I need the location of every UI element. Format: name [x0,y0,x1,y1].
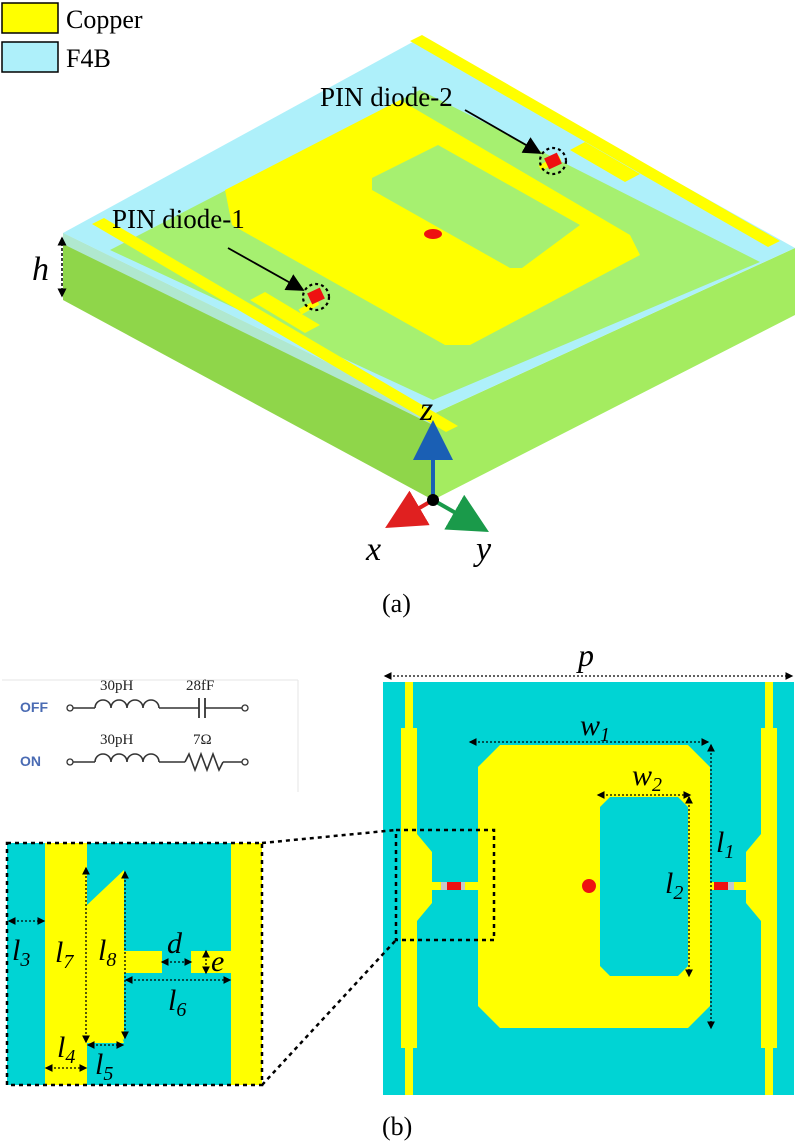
panel-a-caption: (a) [382,589,411,618]
pin-diode-1-highlight [301,282,331,312]
panel-b-caption: (b) [382,1112,412,1141]
legend-label-f4b: F4B [66,44,111,73]
center-via-2d [582,879,596,893]
zoom-wide-strip [45,843,87,1085]
copper-strip-left-pad [250,292,320,333]
on-inductor-value: 30pH [100,732,134,748]
off-state-label: OFF [20,699,48,715]
dim-e-label: e [211,945,224,978]
legend-swatch-copper [1,2,59,34]
diode-2-label: PIN diode-2 [320,82,453,112]
on-resistor-value: 7Ω [193,732,212,748]
off-terminal-right [241,704,249,712]
off-capacitor-value: 28fF [186,678,214,694]
dim-p-label: p [576,637,594,673]
diode-1-arrow [227,247,305,291]
copper-strip-right [410,35,780,247]
substrate-left-face [63,233,433,500]
on-terminal-right [241,758,249,766]
axis-x-label: x [365,531,381,568]
on-terminal-left [66,758,74,766]
axis-y-label: y [473,531,492,568]
off-terminal-left [66,704,74,712]
axis-origin [427,494,439,506]
dim-w2-label: w2 [632,759,662,796]
right-taper [746,834,761,921]
left-diode-pad-1 [441,882,447,890]
legend-label-copper: Copper [66,5,143,34]
left-wide-strip [401,728,417,1048]
legend-swatch-f4b [1,41,59,73]
zoom-connector-top [261,828,397,845]
on-resistor-icon [184,751,224,773]
diode-1-label: PIN diode-1 [112,204,245,234]
zoom-source-box [394,828,496,942]
substrate-top-left-edge [63,233,433,425]
diode-2-arrow [464,109,542,154]
unit-cell-top-view: p w1 w2 l1 l2 [383,637,794,1095]
zoom-indicator [261,828,496,1086]
legend: Copper F4B [1,2,143,73]
off-inductor-icon [94,699,160,709]
pin-diode-2-highlight [538,146,568,176]
zoom-connector-bottom [261,939,397,1086]
left-diode-pad-2 [461,882,465,890]
right-wide-strip [761,728,777,1048]
left-taper [417,834,432,921]
pin-diode-2-body [544,152,562,170]
copper-ring-2d-inner [600,797,688,976]
axis-z-label: z [419,391,433,428]
copper-strip-left [92,218,458,432]
feed-line-left [298,299,320,315]
left-diode [447,882,461,890]
center-via [424,229,442,239]
on-inductor-icon [94,753,160,763]
copper-strip-right-pad [570,142,640,182]
on-state-label: ON [20,753,41,769]
copper-ring-inner [372,145,580,268]
right-diode [714,882,728,890]
axis-x-arrow [385,490,435,529]
zoom-feed-stub-2 [191,951,231,973]
panel-a-3d-view: PIN diode-1 PIN diode-2 h z x y (a) [32,35,795,618]
zoom-taper-shape [87,870,124,1040]
zoom-feed-stub-1 [124,951,162,973]
zoom-right-strip [231,843,262,1085]
off-inductor-value: 30pH [100,678,134,694]
zoomed-detail: l3 l7 l8 d e l6 l4 l5 [5,841,264,1087]
zoom-detail-border [5,841,264,1087]
equivalent-circuit: OFF 30pH 28fF ON 30pH 7Ω [2,678,299,792]
right-diode-pad [728,882,734,890]
dim-d-label: d [167,927,183,960]
thickness-label: h [32,251,49,288]
pin-diode-1-body [307,287,325,305]
substrate-right-face [433,248,795,500]
axis-y-arrow [432,494,489,532]
